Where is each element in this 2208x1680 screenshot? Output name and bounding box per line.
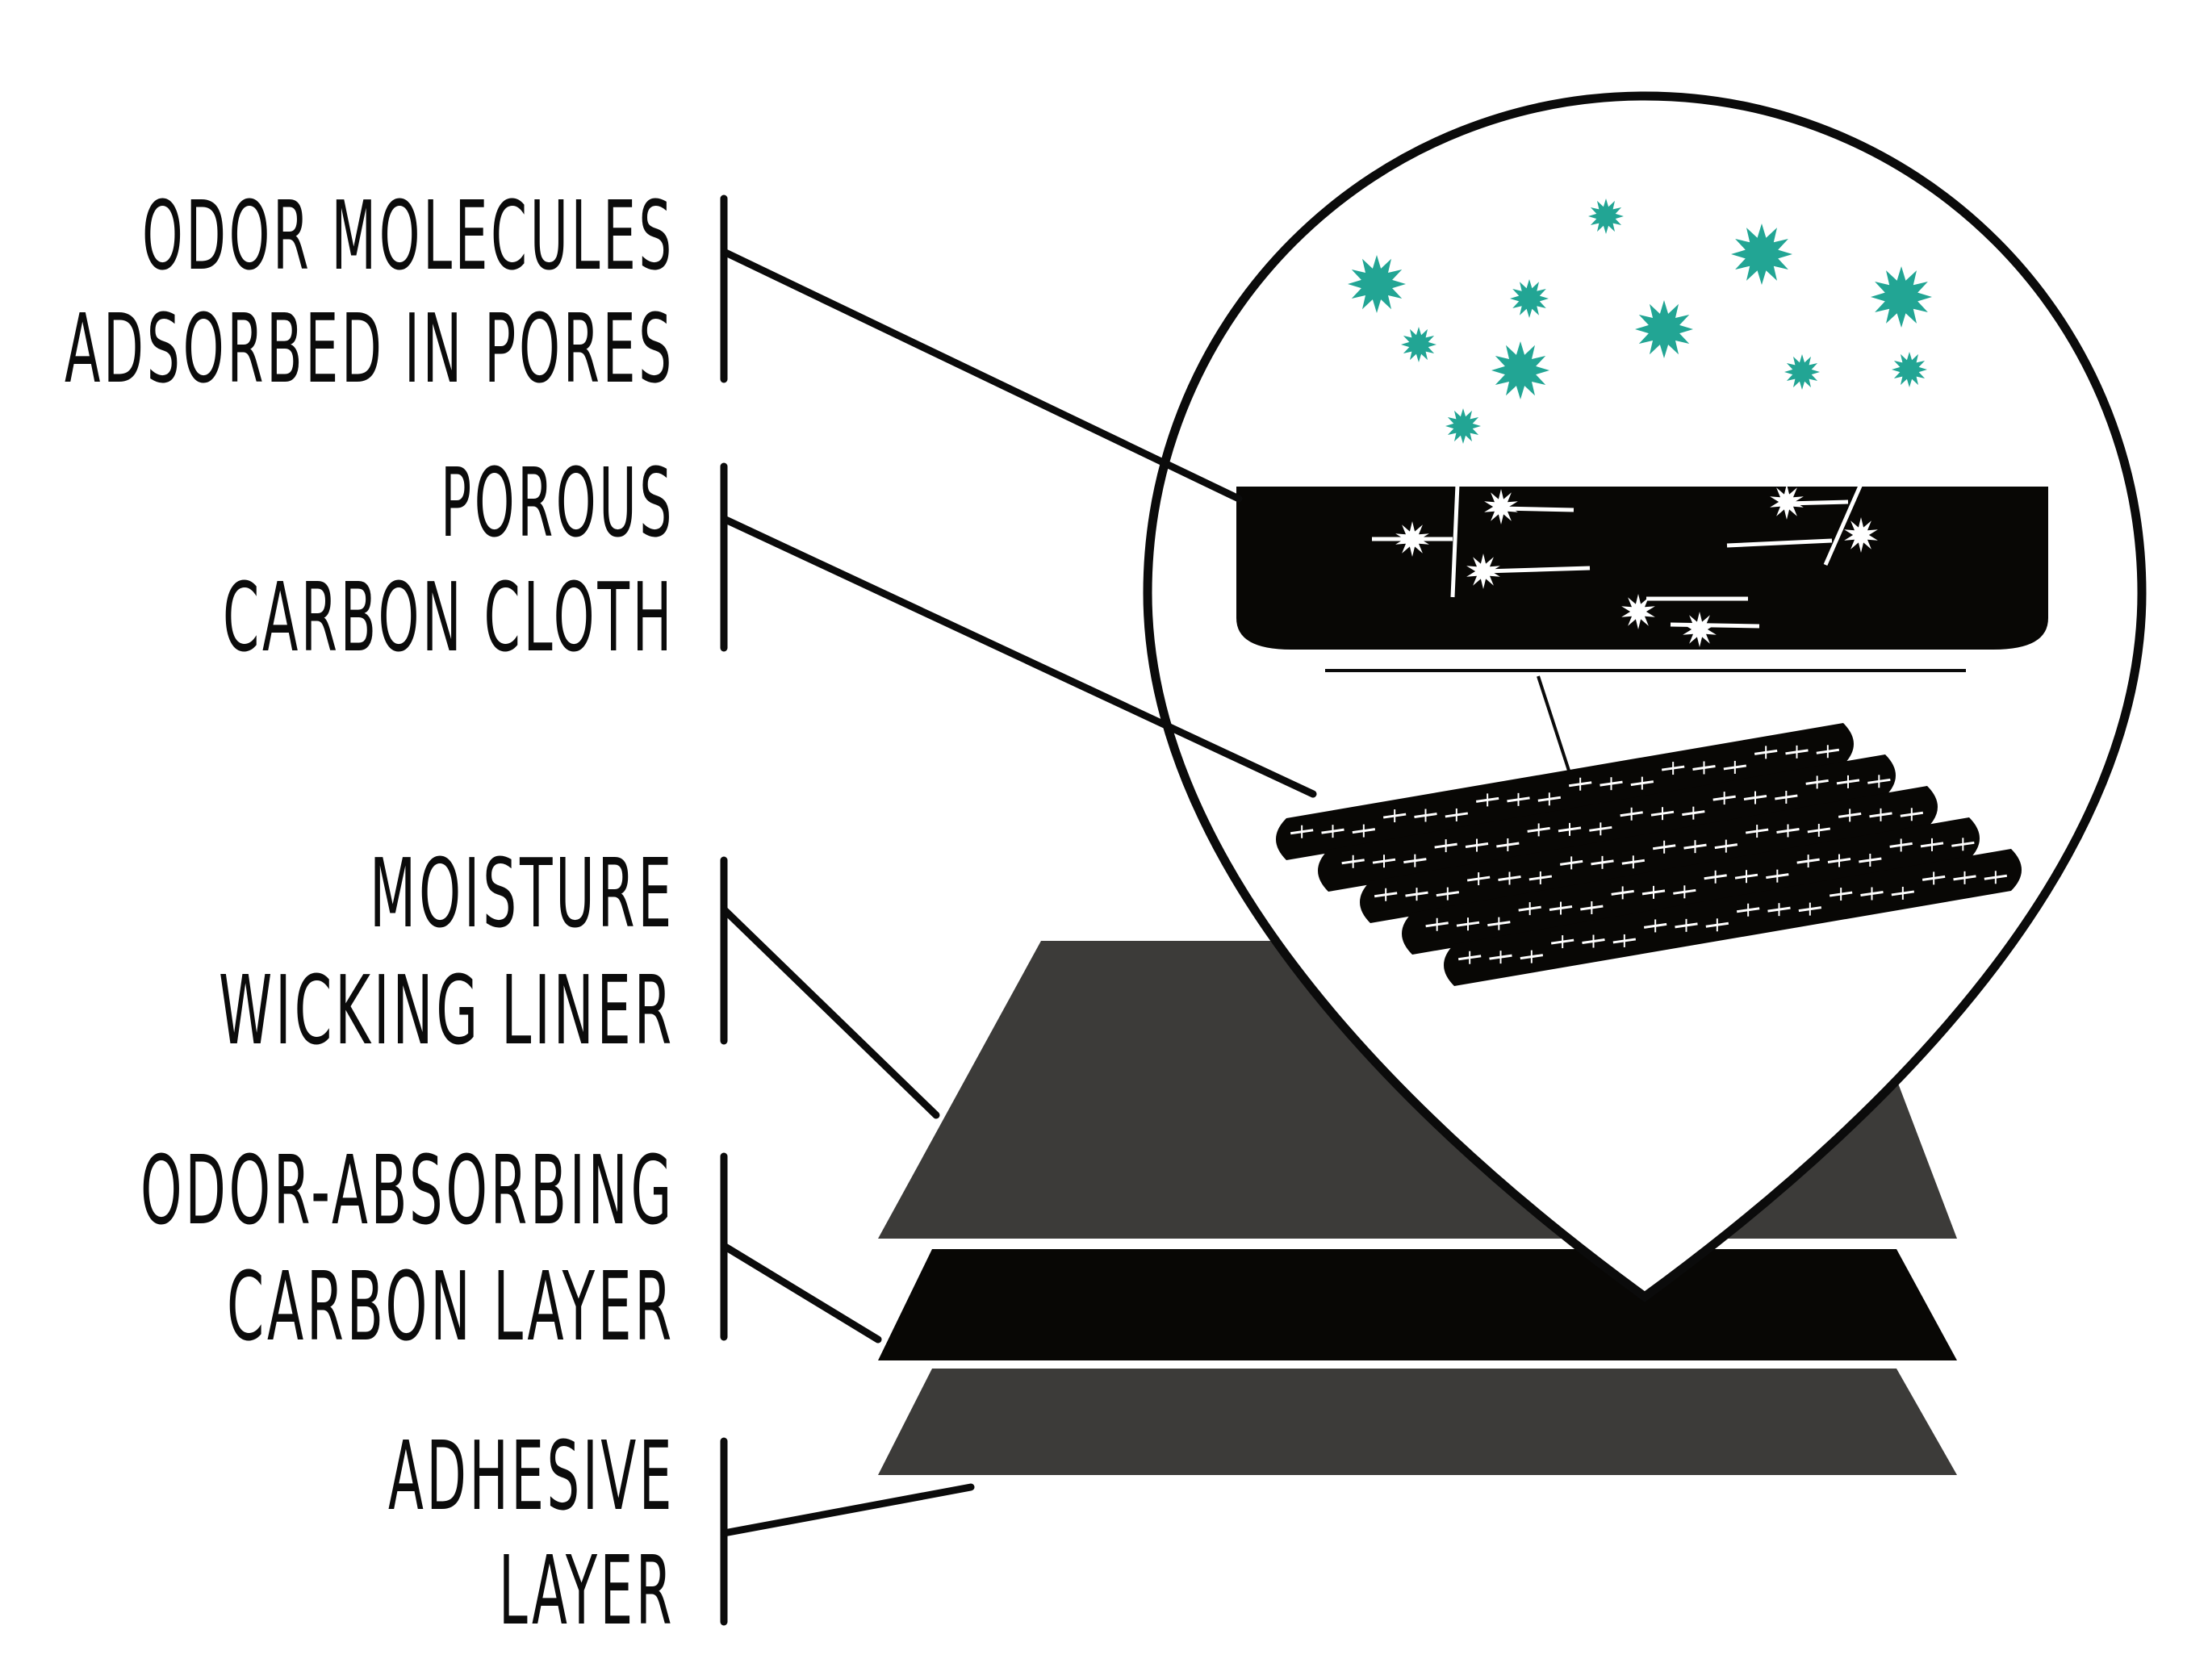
starburst-icon bbox=[1588, 199, 1624, 234]
starburst-icon bbox=[1731, 224, 1792, 285]
carbon-fiber-block bbox=[1236, 487, 2048, 650]
pore-crack bbox=[1786, 499, 1849, 506]
starburst-icon bbox=[1892, 352, 1927, 387]
label-porous-cloth-line2: CARBON CLOTH bbox=[223, 562, 675, 673]
starburst-icon bbox=[1348, 255, 1406, 313]
label-moisture-liner-line1: MOISTURE bbox=[370, 838, 675, 949]
sparkle-icon bbox=[1844, 517, 1878, 553]
sparkle-icon bbox=[1484, 489, 1518, 524]
label-odor-molecules-line2: ADSORBED IN PORES bbox=[65, 293, 675, 404]
cloth-strip bbox=[1402, 817, 1980, 955]
label-moisture-liner-line2: WICKING LINER bbox=[219, 955, 675, 1066]
leader-adhesive-layer bbox=[720, 1483, 975, 1537]
leader-lines bbox=[720, 194, 1317, 1626]
sparkle-icon bbox=[1621, 594, 1655, 629]
pore-crack bbox=[1823, 483, 1863, 566]
labels: ODOR MOLECULES ADSORBED IN PORES POROUS … bbox=[65, 180, 675, 1646]
adhesive-layer-sheet bbox=[878, 1369, 1957, 1475]
starburst-icon bbox=[1784, 354, 1820, 390]
starburst-icon bbox=[1635, 300, 1693, 358]
sparkle-icon bbox=[1683, 612, 1717, 647]
starburst-icon bbox=[1510, 279, 1549, 318]
label-carbon-layer-line1: ODOR-ABSORBING bbox=[140, 1135, 675, 1246]
cloth-strip bbox=[1276, 723, 1854, 860]
cloth-strip bbox=[1318, 754, 1896, 892]
odor-absorbing-carbon-layer-sheet bbox=[878, 1249, 1957, 1360]
label-adhesive-layer-line2: LAYER bbox=[499, 1535, 675, 1646]
carbon-fiber-closeup bbox=[1236, 483, 2048, 774]
odor-molecules bbox=[1348, 199, 1932, 444]
pore-crack bbox=[1726, 538, 1833, 548]
starburst-icon bbox=[1871, 266, 1932, 328]
pore-crack bbox=[1450, 483, 1460, 598]
carbon-cloth-weave bbox=[1276, 723, 2022, 986]
label-porous-cloth-line1: POROUS bbox=[441, 447, 675, 558]
starburst-icon bbox=[1491, 341, 1549, 399]
magnifier-bubble bbox=[1143, 91, 2147, 1302]
label-carbon-layer-line2: CARBON LAYER bbox=[227, 1251, 675, 1362]
pore-crack bbox=[1670, 622, 1760, 629]
cloth-strip bbox=[1360, 786, 1938, 923]
cloth-strip bbox=[1444, 849, 2022, 986]
starburst-icon bbox=[1401, 327, 1436, 362]
pore-crack bbox=[1500, 506, 1574, 512]
sparkle-icon bbox=[1466, 554, 1500, 589]
leader-moisture-liner bbox=[720, 905, 940, 1119]
label-adhesive-layer-line1: ADHESIVE bbox=[388, 1420, 675, 1532]
label-odor-molecules-line1: ODOR MOLECULES bbox=[142, 180, 675, 291]
pore-sparkles bbox=[1372, 483, 1878, 647]
leader-odor-molecules bbox=[720, 248, 1243, 503]
fiber-connector-line bbox=[1537, 675, 1571, 774]
leader-porous-cloth bbox=[720, 515, 1317, 798]
leader-carbon-layer bbox=[720, 1242, 882, 1344]
starburst-icon bbox=[1445, 408, 1481, 444]
pore-crack bbox=[1484, 566, 1591, 574]
